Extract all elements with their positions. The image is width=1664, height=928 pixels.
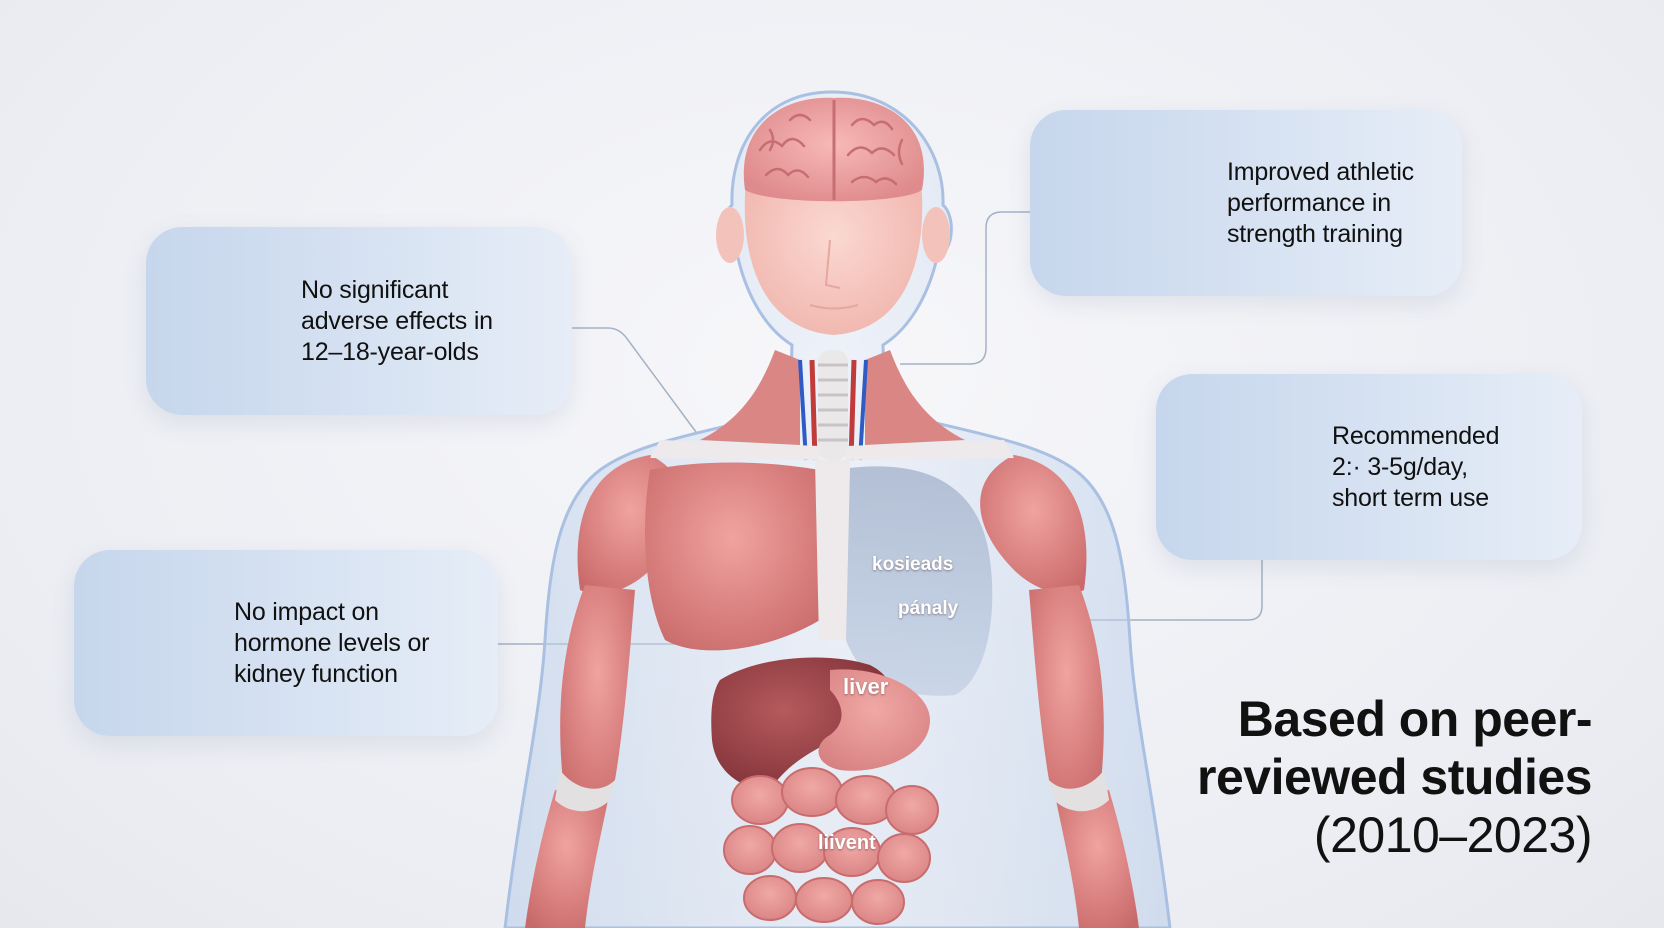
adverse-effects-card: No significant adverse effects in 12–18-… (146, 227, 572, 415)
athletic-performance-card: Improved athletic performance in strengt… (1030, 110, 1462, 296)
adverse-effects-text: No significant adverse effects in 12–18-… (301, 275, 493, 366)
right-shoulder-muscle (980, 455, 1087, 594)
right-upper-arm (1029, 585, 1104, 804)
lung (846, 466, 993, 696)
left-forearm (525, 790, 608, 928)
lung-lower-label: pánaly (898, 598, 959, 619)
right-forearm (1056, 790, 1139, 928)
blood-vessel-left (798, 359, 808, 461)
sternum (815, 460, 850, 640)
source-footnote: Based on peer- reviewed studies (2010–20… (1197, 691, 1592, 863)
blood-vessel-right (858, 359, 868, 461)
athletic-performance-text: Improved athletic performance in strengt… (1227, 157, 1414, 248)
brain (743, 97, 924, 202)
dosage-card: Recommended 2:· 3-5g/day, short term use (1156, 374, 1582, 560)
intestines-organ (723, 767, 939, 925)
liver-label: liver (843, 674, 889, 699)
lung-upper-label: kosieads (872, 554, 954, 575)
left-elbow-tendon (555, 770, 615, 812)
right-clavicle (846, 440, 1014, 460)
left-upper-arm (560, 585, 635, 804)
trachea (818, 350, 848, 460)
left-ear (716, 207, 744, 263)
stomach-organ (818, 669, 930, 771)
hormone-kidney-card: No impact on hormone levels or kidney fu… (74, 550, 498, 736)
right-elbow-tendon (1049, 770, 1109, 812)
left-clavicle (650, 440, 820, 460)
right-ear (922, 207, 950, 263)
neck-muscles (700, 350, 800, 445)
hormone-kidney-text: No impact on hormone levels or kidney fu… (234, 597, 430, 688)
intestine-label: liivent (818, 832, 876, 854)
left-pectoral-muscle (645, 462, 820, 651)
dosage-text: Recommended 2:· 3-5g/day, short term use (1332, 421, 1500, 512)
